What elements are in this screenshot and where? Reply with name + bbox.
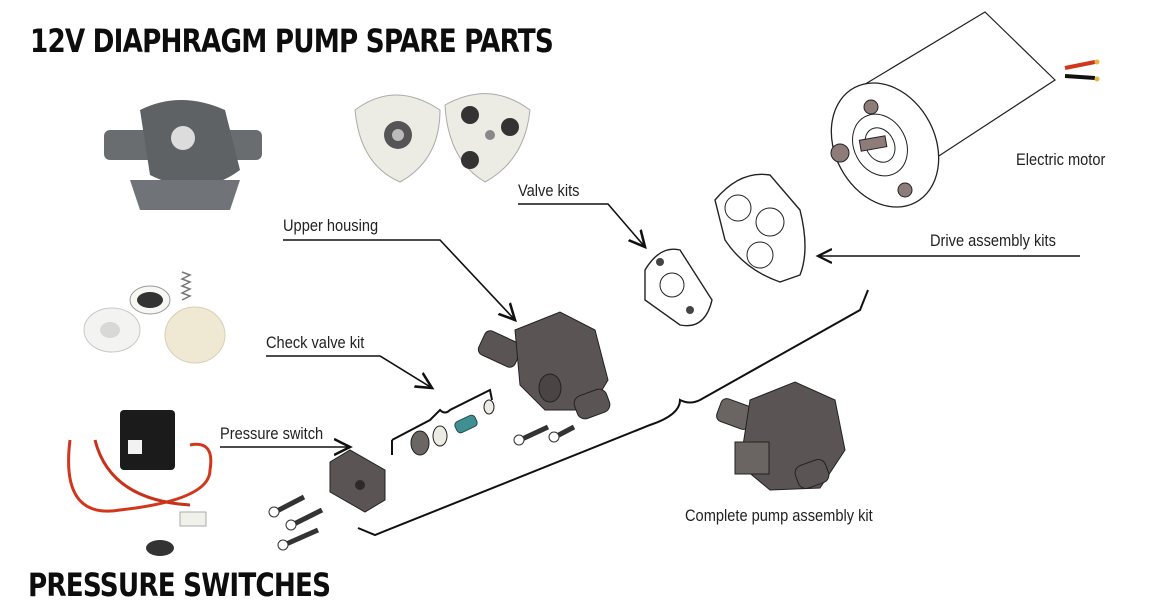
label-upper-housing: Upper housing [283,216,379,235]
valve-kit-photo-1 [354,94,441,183]
leader-valve-kits [518,203,645,247]
check-valve-kit-photo [83,271,226,364]
screws-center [513,424,576,446]
valve-kit-photo-2 [444,93,531,183]
section-title-pressure-switches: PRESSURE SWITCHES [28,566,331,604]
housing-photo [104,100,262,210]
pressure-switch-drawing [329,449,386,513]
screws-left [268,494,324,551]
valve-kit-drawing [644,248,713,327]
label-drive-assembly-kits: Drive assembly kits [930,231,1056,250]
label-complete-pump-assembly-kit: Complete pump assembly kit [685,506,873,525]
label-valve-kits: Valve kits [518,181,580,200]
leader-check-valve-kit [266,355,432,388]
pressure-switch-photo [67,410,213,556]
upper-housing-drawing [477,311,611,420]
assembly-brace [357,289,869,537]
label-electric-motor: Electric motor [1016,150,1106,169]
label-pressure-switch: Pressure switch [220,424,324,443]
complete-pump-assembly-drawing [716,381,846,491]
page-title: 12V DIAPHRAGM PUMP SPARE PARTS [30,22,554,60]
check-valve-kit-drawing [391,388,495,456]
electric-motor-drawing [830,11,1100,208]
drive-assembly-drawing [714,173,806,283]
leader-upper-housing [283,239,515,320]
label-check-valve-kit: Check valve kit [266,333,365,352]
